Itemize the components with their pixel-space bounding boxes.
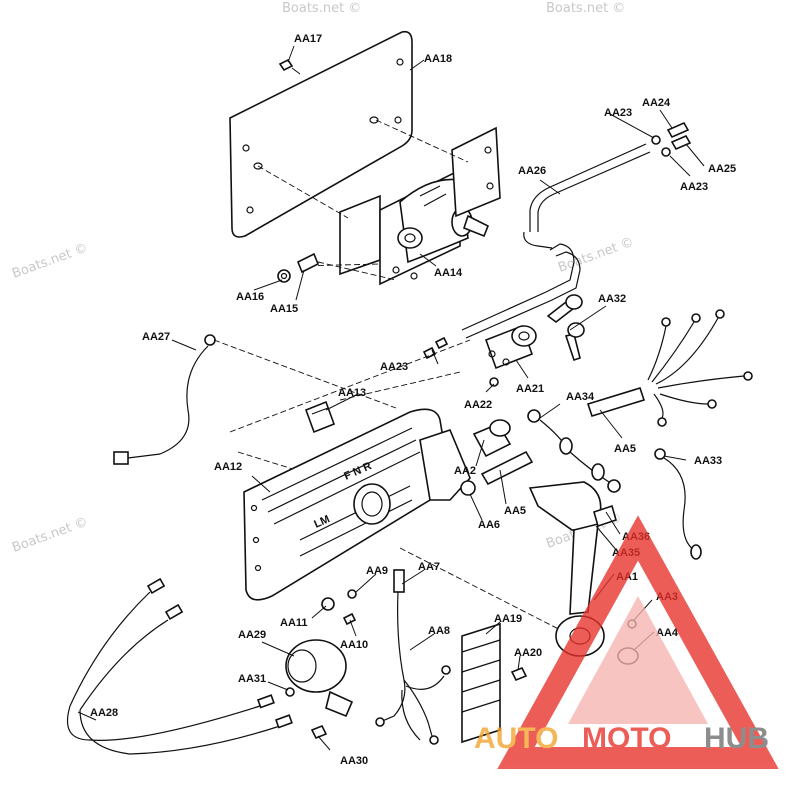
switch-aa2	[472, 419, 512, 458]
watermark-mid: Boats.net ©	[556, 235, 636, 276]
label-aa12: AA12	[214, 461, 242, 473]
label-aa6: AA6	[478, 519, 500, 531]
nut-aa6	[460, 480, 476, 496]
label-aa17: AA17	[294, 33, 322, 45]
label-aa7: AA7	[418, 561, 440, 573]
label-aa29: AA29	[238, 629, 266, 641]
label-aa20: AA20	[514, 647, 542, 659]
screw-aa22	[489, 377, 499, 387]
label-aa26: AA26	[518, 165, 546, 177]
housing-brand-text: LM	[312, 513, 331, 530]
screw-aa20	[510, 666, 528, 682]
control-cables	[461, 143, 651, 339]
logo-text-auto: AUTO	[474, 722, 558, 755]
chain-aa34	[527, 409, 621, 493]
label-aa14: AA14	[434, 267, 463, 279]
screw-aa30	[310, 724, 328, 740]
label-aa13: AA13	[338, 387, 366, 399]
label-aa25: AA25	[708, 163, 736, 175]
screw-aa10	[342, 612, 357, 626]
label-aa15: AA15	[270, 303, 298, 315]
watermark-left: Boats.net ©	[10, 241, 90, 282]
label-aa11: AA11	[280, 617, 308, 629]
label-aa23-left: AA23	[380, 361, 408, 373]
ignition-switch	[484, 324, 537, 370]
label-aa8: AA8	[428, 625, 450, 637]
label-aa27: AA27	[142, 331, 170, 343]
wire-harness-aa7-aa8	[375, 569, 451, 745]
nut-aa16	[277, 269, 291, 283]
label-aa16: AA16	[236, 291, 264, 303]
terminal-block-aa19	[461, 622, 501, 744]
logo-text-hub: HUB	[704, 722, 769, 755]
label-aa33: AA33	[694, 455, 722, 467]
control-mechanism	[339, 126, 501, 286]
label-aa5-center: AA5	[504, 505, 526, 517]
remote-control-housing: LM F N R	[243, 408, 471, 601]
tube-aa5-right	[586, 387, 646, 417]
label-aa24: AA24	[642, 97, 671, 109]
tube-aa5-center	[480, 450, 534, 486]
label-aa23-right: AA23	[680, 181, 708, 193]
screw-aa17	[278, 58, 301, 75]
watermark-top: Boats.net ©	[282, 1, 361, 16]
label-aa23-top: AA23	[604, 107, 632, 119]
label-aa4: AA4	[656, 627, 679, 639]
label-aa22: AA22	[464, 399, 492, 411]
cable-end-hardware	[651, 121, 692, 157]
label-aa19: AA19	[494, 613, 522, 625]
label-aa31: AA31	[238, 673, 266, 685]
label-aa2: AA2	[454, 465, 476, 477]
wire-aa28	[66, 577, 293, 755]
watermark-top-right: Boats.net ©	[546, 1, 625, 16]
label-aa30: AA30	[340, 755, 368, 767]
logo-text-moto: MOTO	[582, 722, 671, 755]
screws-aa23	[422, 336, 449, 360]
leader-lines	[77, 45, 705, 751]
control-lever	[528, 481, 617, 657]
clip-aa15	[296, 252, 320, 274]
label-aa28: AA28	[90, 707, 118, 719]
mounting-plate	[229, 30, 413, 238]
keys	[546, 294, 585, 362]
label-aa9: AA9	[366, 565, 388, 577]
clip-aa13	[304, 400, 336, 434]
label-aa10: AA10	[340, 639, 368, 651]
label-aa34: AA34	[566, 391, 595, 403]
watermark-lower-left: Boats.net ©	[10, 515, 90, 556]
label-aa32: AA32	[598, 293, 626, 305]
automotohub-logo: AUTO MOTO HUB	[474, 515, 779, 769]
buzzer-aa29	[285, 639, 354, 718]
harness-aa33	[654, 448, 702, 560]
harness-aa27	[113, 334, 216, 465]
wiring-harness-right	[647, 309, 753, 427]
label-aa5-right: AA5	[614, 443, 636, 455]
label-aa18: AA18	[424, 53, 452, 65]
label-aa21: AA21	[516, 383, 544, 395]
screw-aa9	[347, 589, 357, 599]
